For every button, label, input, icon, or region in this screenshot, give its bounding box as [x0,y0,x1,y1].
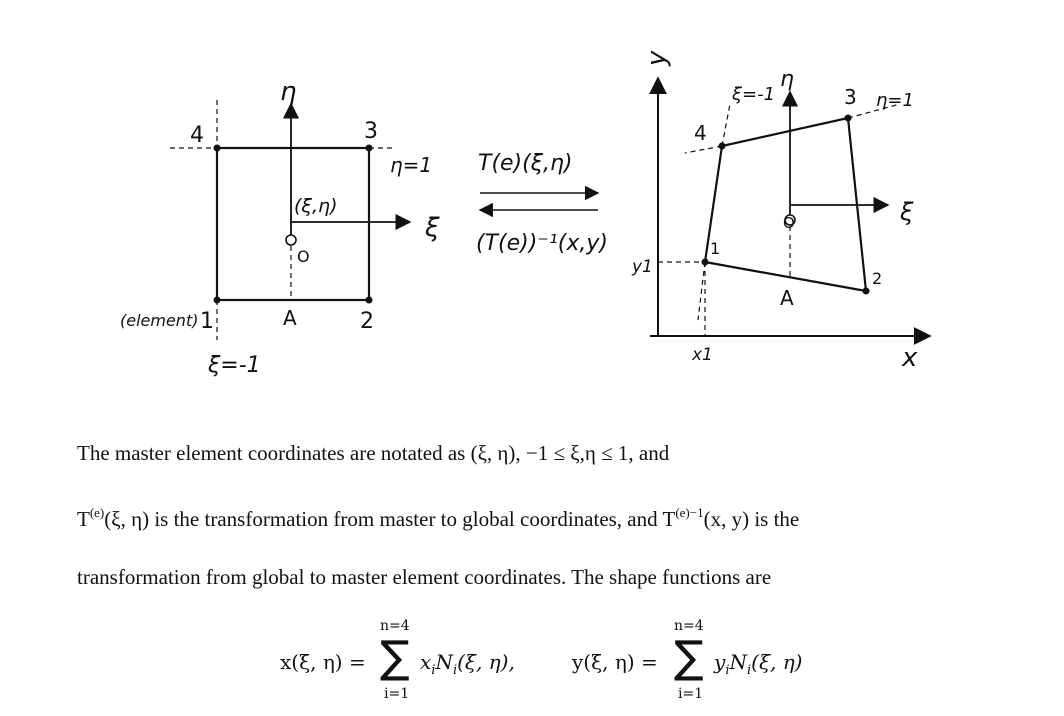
origin-circle [285,234,297,246]
node-1 [213,296,221,304]
line-2-part-c: (x, y) is the [703,507,800,531]
x-sum-upper: n=4 [380,618,410,634]
node-3 [365,144,373,152]
eta-line-dashed-global [684,145,723,154]
master-xi-label: ξ [424,213,440,243]
global-xi-label: ξ [899,198,914,226]
global-y-label: y [642,50,672,67]
global-y1-label: y1 [631,257,653,277]
global-node-4-label: 4 [694,121,707,145]
master-xi-line-label: ξ=-1 [207,353,261,378]
global-node-3 [844,114,852,122]
paragraph-line-3: transformation from global to master ele… [77,565,772,589]
paragraph-line-2: T(e)(ξ, η) is the transformation from ma… [77,505,799,532]
global-x-label: x [901,343,918,373]
global-node-4 [718,142,726,150]
t-sup-2: (e)−1 [675,505,704,520]
x-coef: x [420,650,432,674]
xi-line-dashed-global [697,261,706,321]
y-args: (ξ, η) [751,650,803,674]
x-comma: , [508,650,515,674]
global-x1-label: x1 [691,345,713,365]
global-origin-label: O [783,214,795,232]
x-sum-sigma: ∑ [380,632,410,683]
y-n-sub: i [746,663,752,678]
x-n-sub: i [452,663,458,678]
y-coef-sub: i [725,663,730,678]
element-mapping-figure: η 4 3 1 2 η=1 (ξ,η) ξ O A (element) ξ=-1… [120,50,932,378]
master-square [215,146,371,302]
inverse-map-label: (T(e))⁻¹(x,y) [476,231,608,256]
global-node-3-label: 3 [844,85,857,109]
x-n: N [435,650,453,674]
global-node-1 [701,258,709,266]
global-xi-line-label: ξ=-1 [731,84,775,105]
master-eta-line-label: η=1 [390,153,432,177]
master-node-1: 1 [200,309,214,334]
x-sum-term: xiNi(ξ, η), [420,650,515,678]
master-node-4: 4 [190,123,204,148]
master-eta-label: η [280,77,296,107]
mapping-arrows [478,185,600,218]
y-n: N [729,650,747,674]
master-node-3: 3 [364,119,378,144]
global-point-a: A [780,286,794,310]
global-node-1-label: 1 [710,239,720,258]
global-node-2 [862,287,870,295]
global-nodes [701,114,870,295]
master-element [170,100,412,340]
y-sum-lower: i=1 [678,686,704,702]
x-lhs: x(ξ, η) = [280,650,366,674]
y-sum-term: yiNi(ξ, η) [714,650,802,678]
y-coef: y [714,650,726,674]
master-nodes [213,144,373,304]
paragraph-line-1: The master element coordinates are notat… [77,441,670,465]
node-4 [213,144,221,152]
forward-map-label: T(e)(ξ,η) [478,151,573,176]
x-args: (ξ, η) [457,650,509,674]
t-symbol: T [77,507,90,531]
node-2 [365,296,373,304]
master-point-a: A [283,306,297,330]
y-sum-sigma: ∑ [674,632,704,683]
master-origin-label: O [297,247,310,266]
master-element-label: (element) [120,311,198,330]
global-origin-circle [784,214,796,226]
x-shape-equation: x(ξ, η) = n=4 ∑ i=1 xiNi(ξ, η), [280,618,540,708]
global-eta-line-label: η=1 [876,90,914,111]
x-sum-lower: i=1 [384,686,410,702]
global-node-2-label: 2 [872,269,882,288]
t-sup-1: (e) [89,505,105,520]
global-axes [649,76,932,345]
line-2-part-b: (ξ, η) is the transformation from master… [104,507,676,531]
master-node-2: 2 [360,309,374,334]
y-shape-equation: y(ξ, η) = n=4 ∑ i=1 yiNi(ξ, η) [572,618,832,708]
master-coord-label: (ξ,η) [294,195,338,217]
x-coef-sub: i [431,663,436,678]
y-sum-upper: n=4 [674,618,704,634]
global-eta-label: η [780,67,794,92]
xi-line-dashed-global [721,103,731,147]
y-lhs: y(ξ, η) = [572,650,658,674]
